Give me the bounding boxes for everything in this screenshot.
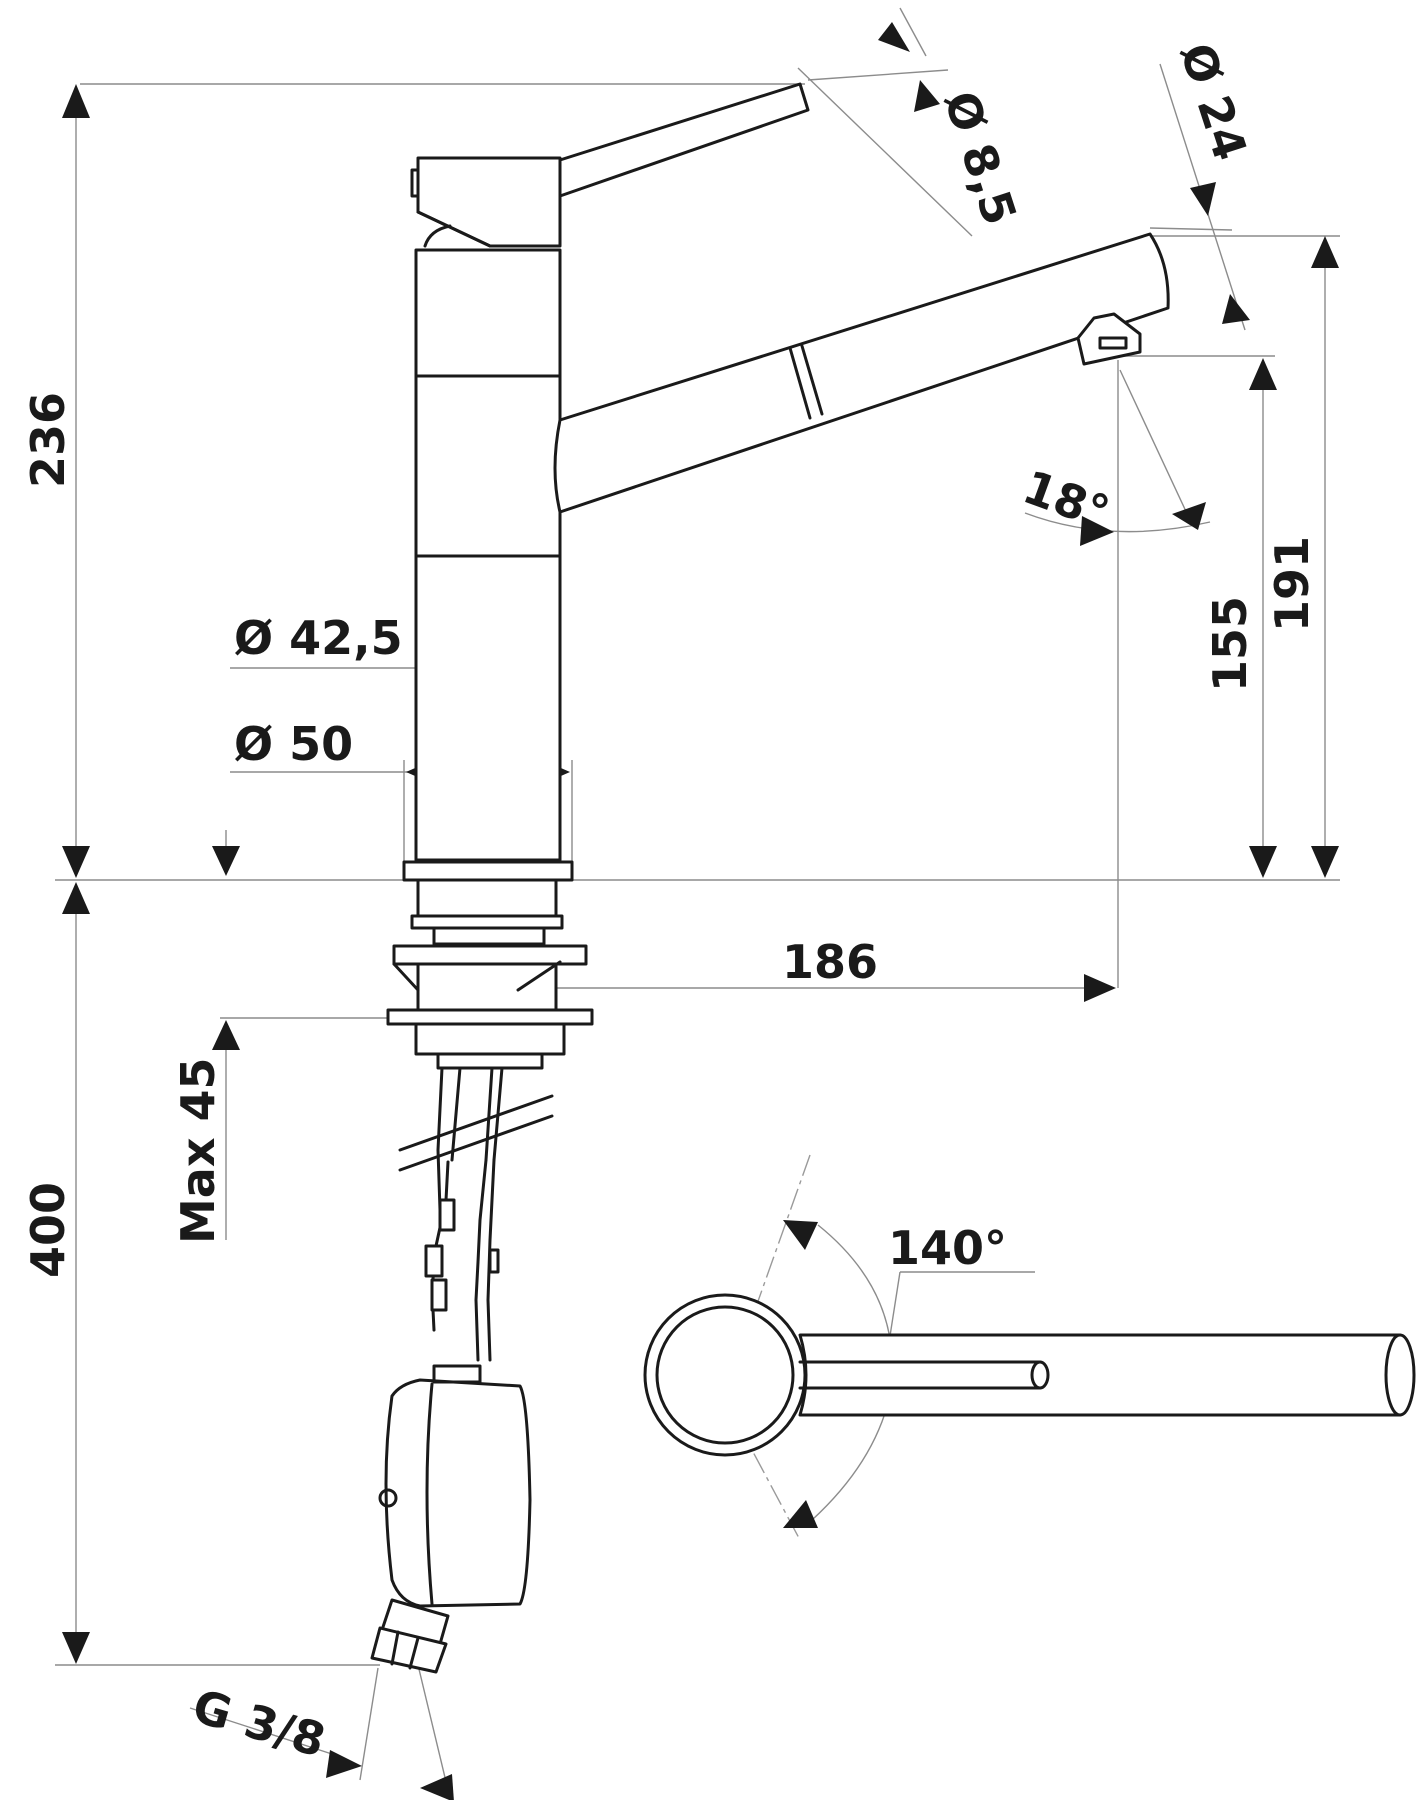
- lever-arm: [558, 82, 810, 198]
- arrow-24-upper: [1190, 182, 1216, 216]
- dim-label-236: 236: [21, 392, 75, 488]
- dim-label-155: 155: [1203, 596, 1257, 692]
- base-ring: [402, 860, 574, 882]
- dim-label-spray-angle: 18°: [1016, 460, 1116, 541]
- dim-label-191: 191: [1265, 536, 1319, 632]
- arrow-max45-top: [212, 846, 240, 876]
- arrow-g38-left: [326, 1750, 362, 1778]
- arrow-18-right: [1172, 502, 1206, 530]
- arrow-max45-bottom: [212, 1020, 240, 1050]
- dim-label-swivel-angle: 140°: [888, 1221, 1007, 1275]
- top-view-spout-end: [1384, 1333, 1416, 1417]
- arrow-186-right: [1084, 974, 1116, 1002]
- arrow-400-top: [62, 882, 90, 914]
- top-view-spout: [798, 1333, 1402, 1417]
- faucet-side-view: [402, 82, 1170, 882]
- arrow-140-bottom: [783, 1500, 818, 1528]
- arrow-85-lower: [914, 80, 940, 112]
- dim-label-base-diameter: Ø 50: [234, 717, 353, 771]
- arrow-85-upper: [878, 22, 910, 52]
- arrow-236-top: [62, 84, 90, 118]
- arrow-400-bottom: [62, 1632, 90, 1664]
- dim-label-lever-diameter: Ø 8,5: [934, 85, 1028, 232]
- dim-label-max-45: Max 45: [171, 1057, 225, 1244]
- lever-head: [416, 156, 562, 248]
- arrow-236-bottom: [62, 846, 90, 878]
- dim-label-body-diameter: Ø 42,5: [234, 611, 403, 665]
- arrow-g38-right: [420, 1774, 454, 1800]
- arrow-18-left: [1080, 516, 1114, 546]
- under-deck-assembly: [370, 878, 594, 1674]
- dim-label-connection-thread: G 3/8: [187, 1679, 331, 1768]
- top-view-outer-ring: [643, 1293, 807, 1457]
- valve-body: [384, 1378, 532, 1608]
- arrow-155-bottom: [1249, 846, 1277, 878]
- dim-label-400: 400: [21, 1182, 75, 1278]
- arrow-191-bottom: [1311, 846, 1339, 878]
- top-view-inner-ring: [655, 1305, 795, 1445]
- arrow-140-top: [783, 1220, 818, 1250]
- dim-label-186: 186: [782, 935, 878, 989]
- spout: [553, 232, 1170, 514]
- arrow-155-top: [1249, 358, 1277, 390]
- arrow-191-top: [1311, 236, 1339, 268]
- arrow-24-lower: [1222, 294, 1250, 324]
- faucet-top-view: [643, 1293, 1416, 1457]
- dim-label-spout-diameter: Ø 24: [1170, 37, 1258, 167]
